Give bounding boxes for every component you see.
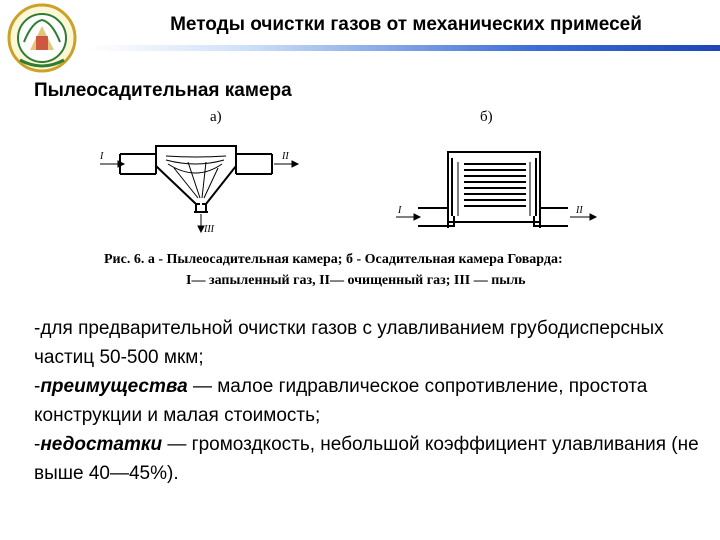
howard-shelves xyxy=(464,163,526,207)
disadvantages-paragraph: -недостатки — громоздкость, небольшой ко… xyxy=(34,434,699,484)
university-logo xyxy=(2,2,82,74)
figure-caption-line1: Рис. 6. а - Пылеосадительная камера; б -… xyxy=(104,252,563,267)
slide-title: Методы очистки газов от механических при… xyxy=(170,14,642,35)
figure-label-b: б) xyxy=(480,109,493,125)
outlet-label-a: II xyxy=(281,151,289,162)
disadvantages-label: недостатки xyxy=(40,434,163,455)
figure-caption-line2: I— запыленный газ, II— очищенный газ; II… xyxy=(186,273,526,288)
inlet-label-b: I xyxy=(397,205,402,216)
inlet-label-a: I xyxy=(99,151,104,162)
figure-label-a: а) xyxy=(210,109,222,125)
body-text: -для предварительной очистки газов с ула… xyxy=(34,314,716,488)
title-underline xyxy=(88,45,720,51)
outlet-label-b: II xyxy=(575,205,583,216)
dust-chamber-figure: а) б) xyxy=(96,104,676,294)
flow-lines-b xyxy=(457,162,531,216)
advantages-label: преимущества xyxy=(40,376,188,397)
advantages-paragraph: -преимущества — малое гидравлическое соп… xyxy=(34,376,648,426)
howard-chamber-diagram xyxy=(418,151,568,228)
dust-settling-chamber-diagram xyxy=(119,145,273,213)
usage-paragraph: -для предварительной очистки газов с ула… xyxy=(34,318,664,368)
flow-lines-a xyxy=(165,155,227,199)
section-subtitle: Пылеосадительная камера xyxy=(34,80,292,101)
dust-label-a: III xyxy=(203,224,215,235)
